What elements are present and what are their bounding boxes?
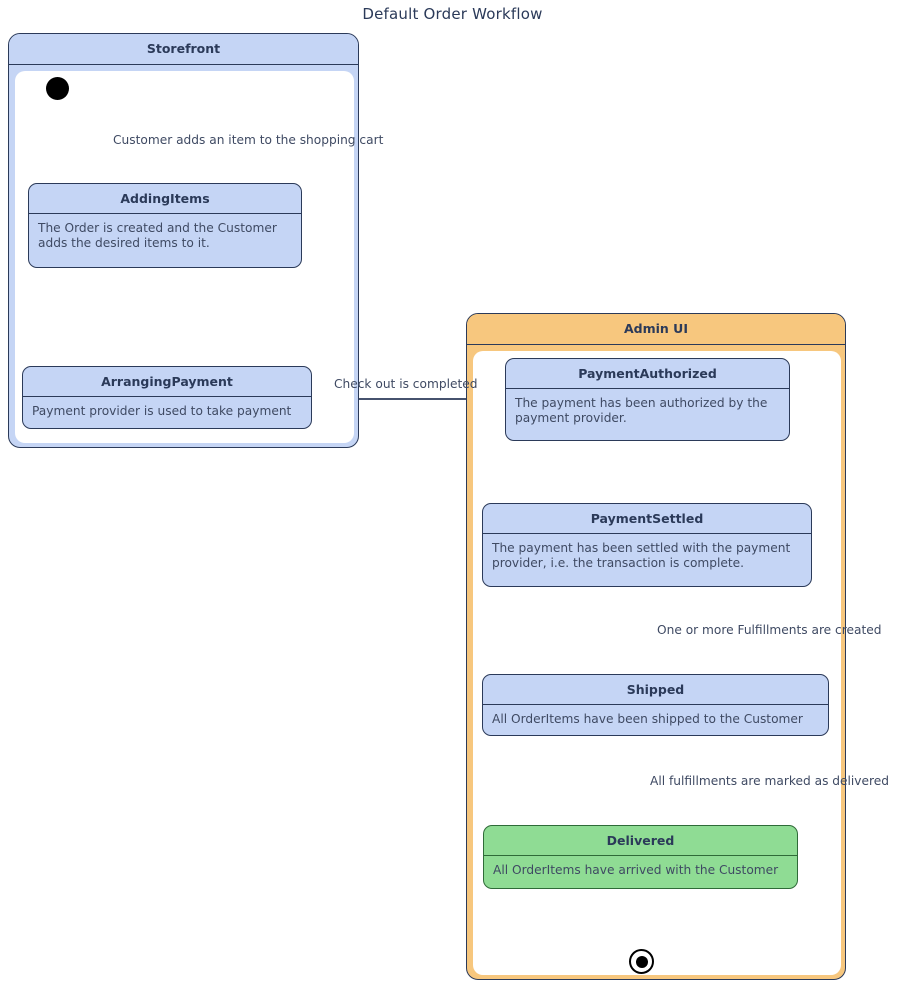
composite-state-admin-ui-title: Admin UI <box>467 314 845 345</box>
state-payment-authorized-name: PaymentAuthorized <box>506 359 789 389</box>
edge-label-arranging-payment-to-payment-authorized: Check out is completed <box>334 377 478 391</box>
state-shipped-name: Shipped <box>483 675 828 705</box>
state-delivered-name: Delivered <box>484 826 797 856</box>
state-payment-settled[interactable]: PaymentSettled The payment has been sett… <box>482 503 812 587</box>
edge-label-payment-settled-to-shipped: One or more Fulfillments are created <box>657 623 882 637</box>
state-payment-authorized[interactable]: PaymentAuthorized The payment has been a… <box>505 358 790 441</box>
edge-label-shipped-to-delivered: All fulfillments are marked as delivered <box>650 774 889 788</box>
state-shipped[interactable]: Shipped All OrderItems have been shipped… <box>482 674 829 736</box>
state-adding-items-description: The Order is created and the Customer ad… <box>38 220 277 251</box>
state-shipped-description: All OrderItems have been shipped to the … <box>492 711 803 726</box>
state-arranging-payment-description: Payment provider is used to take payment <box>32 403 292 418</box>
edge-label-initial-to-adding-items: Customer adds an item to the shopping ca… <box>113 133 384 147</box>
final-state-icon <box>629 949 654 974</box>
state-arranging-payment[interactable]: ArrangingPayment Payment provider is use… <box>22 366 312 429</box>
initial-state-icon <box>46 77 69 100</box>
state-payment-settled-description: The payment has been settled with the pa… <box>492 540 791 571</box>
state-adding-items[interactable]: AddingItems The Order is created and the… <box>28 183 302 268</box>
composite-state-storefront-title: Storefront <box>9 34 358 65</box>
state-payment-authorized-description: The payment has been authorized by the p… <box>515 395 768 426</box>
state-delivered[interactable]: Delivered All OrderItems have arrived wi… <box>483 825 798 889</box>
page-title: Default Order Workflow <box>362 5 543 23</box>
state-payment-settled-name: PaymentSettled <box>483 504 811 534</box>
state-arranging-payment-name: ArrangingPayment <box>23 367 311 397</box>
state-delivered-description: All OrderItems have arrived with the Cus… <box>493 862 779 877</box>
state-adding-items-name: AddingItems <box>29 184 301 214</box>
